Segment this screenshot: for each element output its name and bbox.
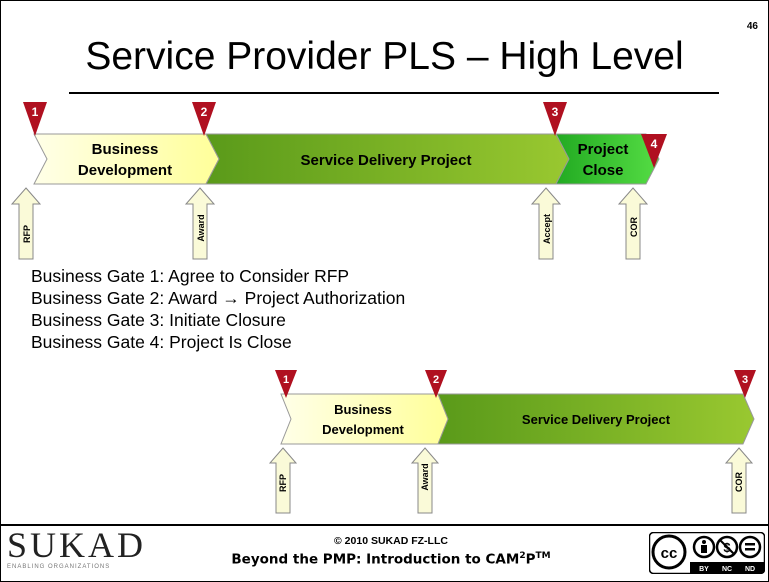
bottom-input-arrow-cor: COR bbox=[724, 447, 754, 514]
bottom-input-arrow-award: Award bbox=[410, 447, 440, 514]
slide-title: Service Provider PLS – High Level bbox=[85, 35, 684, 78]
cc-icon: cc bbox=[651, 534, 687, 570]
gate-description-2: Business Gate 2: Award → Project Authori… bbox=[31, 288, 406, 308]
bottom-gate-marker-1: 1 bbox=[275, 370, 297, 398]
bottom-phase-business-label-1: Business bbox=[334, 402, 392, 417]
attribution-icon bbox=[692, 535, 716, 559]
svg-text:ND: ND bbox=[745, 566, 755, 573]
gate-marker-2: 2 bbox=[192, 102, 216, 136]
footer-divider bbox=[1, 524, 768, 526]
noncommercial-icon: $ bbox=[715, 535, 739, 559]
bottom-phase-delivery-label: Service Delivery Project bbox=[522, 412, 671, 427]
svg-text:2: 2 bbox=[201, 105, 208, 119]
svg-text:1: 1 bbox=[283, 374, 289, 386]
copyright-text: © 2010 SUKAD FZ-LLC bbox=[334, 535, 448, 547]
phase-business-label-1: Business bbox=[92, 141, 159, 158]
noderivatives-icon bbox=[738, 535, 762, 559]
title-underline bbox=[69, 92, 719, 94]
svg-text:cc: cc bbox=[661, 545, 678, 562]
svg-text:RFP: RFP bbox=[278, 474, 288, 492]
bottom-gate-marker-3: 3 bbox=[734, 370, 756, 398]
course-subtitle: Beyond the PMP: Introduction to CAM2PTM bbox=[231, 551, 551, 568]
svg-text:BY: BY bbox=[699, 566, 709, 573]
phase-business-label-2: Development bbox=[78, 162, 172, 179]
input-arrow-award: Award bbox=[184, 187, 216, 260]
gate-marker-3: 3 bbox=[543, 102, 567, 136]
svg-text:3: 3 bbox=[552, 105, 559, 119]
phase-delivery-label: Service Delivery Project bbox=[301, 152, 472, 169]
phase-close-label-1: Project bbox=[578, 141, 629, 158]
svg-text:2: 2 bbox=[433, 374, 439, 386]
svg-text:COR: COR bbox=[734, 472, 744, 493]
gate-description-1: Business Gate 1: Agree to Consider RFP bbox=[31, 266, 350, 286]
svg-text:Award: Award bbox=[420, 463, 430, 490]
svg-text:RFP: RFP bbox=[22, 225, 32, 243]
bottom-phase-business-label-2: Development bbox=[322, 422, 404, 437]
gate-marker-1: 1 bbox=[23, 102, 47, 136]
lifecycle-diagram: Business Development Service Delivery Pr… bbox=[10, 102, 756, 514]
input-arrow-cor: COR bbox=[617, 187, 649, 260]
svg-text:4: 4 bbox=[651, 137, 658, 151]
svg-text:NC: NC bbox=[722, 566, 732, 573]
footer-credits: © 2010 SUKAD FZ-LLC Beyond the PMP: Intr… bbox=[201, 535, 581, 568]
bottom-input-arrow-rfp: RFP bbox=[268, 447, 298, 514]
svg-text:COR: COR bbox=[629, 217, 639, 238]
input-arrow-rfp: RFP bbox=[10, 187, 42, 260]
svg-text:Accept: Accept bbox=[542, 214, 552, 244]
input-arrow-accept: Accept bbox=[530, 187, 562, 260]
svg-text:3: 3 bbox=[742, 374, 748, 386]
gate-description-3: Business Gate 3: Initiate Closure bbox=[31, 310, 286, 330]
svg-text:Award: Award bbox=[196, 214, 206, 241]
gate-description-4: Business Gate 4: Project Is Close bbox=[31, 332, 292, 352]
sukad-logo: SUKAD ENABLING ORGANIZATIONS bbox=[7, 525, 147, 570]
business-gates-list: Business Gate 1: Agree to Consider RFP B… bbox=[31, 265, 405, 353]
bottom-gate-marker-2: 2 bbox=[425, 370, 447, 398]
gate-marker-4: 4 bbox=[641, 134, 667, 168]
creative-commons-badge: cc $ BY NC ND bbox=[649, 532, 765, 574]
bottom-phase-service-delivery bbox=[437, 393, 755, 445]
svg-text:1: 1 bbox=[32, 105, 39, 119]
phase-close-label-2: Close bbox=[583, 162, 624, 179]
page-number: 46 bbox=[746, 21, 758, 32]
